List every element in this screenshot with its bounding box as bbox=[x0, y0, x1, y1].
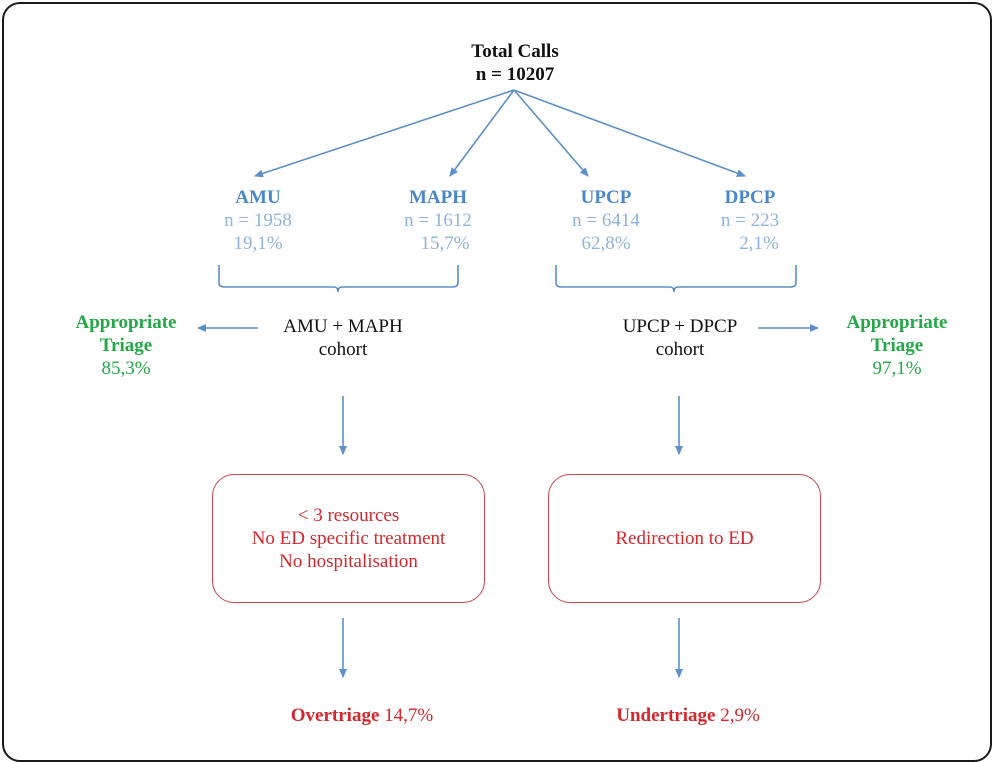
criteria-box-left: < 3 resources No ED specific treatment N… bbox=[212, 474, 485, 603]
criteria-box-right: Redirection to ED bbox=[548, 474, 821, 603]
appropriate-label: Appropriate bbox=[75, 312, 177, 333]
arrow-root-upcp bbox=[513, 89, 589, 177]
branch-label: MAPH bbox=[408, 187, 468, 208]
branch-label: AMU bbox=[235, 187, 281, 208]
outcome-right: Undertriage 2,9% bbox=[616, 704, 760, 727]
cohort-right: UPCP + DPCP cohort bbox=[623, 315, 738, 361]
appropriate-label: Appropriate bbox=[846, 312, 948, 333]
branch-count: n = 223 bbox=[720, 210, 780, 231]
connector-lines bbox=[197, 89, 819, 678]
root-count: n = 10207 bbox=[475, 64, 555, 85]
appropriate-value: 97,1% bbox=[872, 358, 922, 379]
outcome-label: Overtriage bbox=[290, 705, 380, 726]
branch-label: UPCP bbox=[580, 187, 632, 208]
appropriate-triage-left: Appropriate Triage 85,3% bbox=[76, 311, 177, 380]
branch-percent: 15,7% bbox=[420, 233, 470, 254]
arrow-root-maph bbox=[449, 89, 515, 177]
cohort-sublabel: cohort bbox=[655, 339, 705, 360]
appropriate-value: 85,3% bbox=[101, 358, 151, 379]
branch-count: n = 1958 bbox=[224, 210, 292, 231]
branch-label: DPCP bbox=[724, 187, 776, 208]
root-title: Total Calls bbox=[471, 41, 559, 62]
cohort-sublabel: cohort bbox=[318, 339, 368, 360]
outcome-left: Overtriage 14,7% bbox=[291, 704, 433, 727]
branch-dpcp: DPCP n = 223 2,1% bbox=[721, 186, 779, 255]
outcome-value: 2,9% bbox=[720, 705, 760, 726]
criteria-line: Redirection to ED bbox=[615, 528, 754, 549]
branch-upcp: UPCP n = 6414 62,8% bbox=[572, 186, 640, 255]
outcome-label: Undertriage bbox=[616, 705, 716, 726]
branch-maph: MAPH n = 1612 15,7% bbox=[404, 186, 472, 255]
appropriate-triage-right: Appropriate Triage 97,1% bbox=[847, 311, 948, 380]
branch-percent: 62,8% bbox=[581, 233, 631, 254]
cohort-left: AMU + MAPH cohort bbox=[283, 315, 402, 361]
cohort-label: UPCP + DPCP bbox=[622, 316, 738, 337]
arrow-root-dpcp bbox=[513, 89, 746, 177]
arrow-root-amu bbox=[254, 89, 515, 178]
cohort-label: AMU + MAPH bbox=[283, 316, 403, 337]
branch-count: n = 1612 bbox=[404, 210, 472, 231]
appropriate-sublabel: Triage bbox=[99, 335, 153, 356]
criteria-line: < 3 resources bbox=[297, 505, 400, 526]
criteria-line: No ED specific treatment bbox=[251, 528, 446, 549]
branch-percent: 2,1% bbox=[739, 233, 779, 254]
criteria-line: No hospitalisation bbox=[279, 551, 418, 572]
root-node: Total Calls n = 10207 bbox=[471, 40, 558, 86]
branch-percent: 19,1% bbox=[233, 233, 283, 254]
appropriate-sublabel: Triage bbox=[870, 335, 924, 356]
branch-amu: AMU n = 1958 19,1% bbox=[224, 186, 292, 255]
bracket-left bbox=[218, 265, 459, 293]
outcome-value: 14,7% bbox=[384, 705, 434, 726]
branch-count: n = 6414 bbox=[572, 210, 640, 231]
bracket-right bbox=[555, 265, 797, 293]
